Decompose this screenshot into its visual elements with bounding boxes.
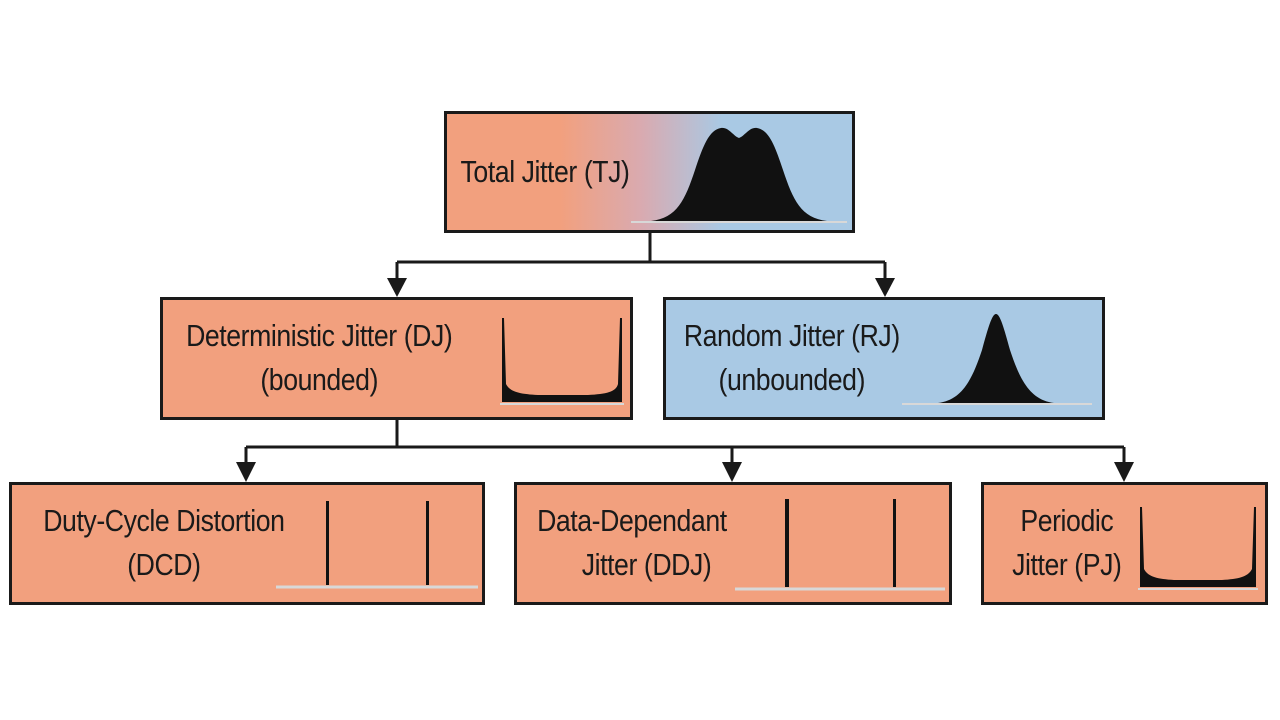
random-jitter-gaussian-icon	[902, 314, 1092, 405]
random-jitter-box: Random Jitter (RJ) (unbounded)	[663, 297, 1105, 420]
deterministic-jitter-box: Deterministic Jitter (DJ) (bounded)	[160, 297, 633, 420]
total-jitter-label: Total Jitter (TJ)	[460, 154, 630, 189]
total-jitter-box: Total Jitter (TJ)	[444, 111, 855, 233]
arrowhead-to-dcd	[236, 462, 256, 482]
periodic-jitter-label: Periodic Jitter (PJ)	[1012, 503, 1122, 582]
total-jitter-histogram-icon	[631, 127, 847, 223]
periodic-jitter-box: Periodic Jitter (PJ)	[981, 482, 1268, 605]
data-dependant-jitter-impulse-icon	[735, 499, 945, 591]
duty-cycle-distortion-box: Duty-Cycle Distortion (DCD)	[9, 482, 485, 605]
arrowhead-to-rj	[875, 278, 895, 297]
duty-cycle-distortion-label: Duty-Cycle Distortion (DCD)	[43, 503, 285, 582]
arrowhead-to-pj	[1114, 462, 1134, 482]
random-jitter-label: Random Jitter (RJ) (unbounded)	[683, 318, 900, 397]
data-dependant-jitter-label: Data-Dependant Jitter (DDJ)	[537, 503, 727, 582]
data-dependant-jitter-box: Data-Dependant Jitter (DDJ)	[514, 482, 952, 605]
deterministic-jitter-label: Deterministic Jitter (DJ) (bounded)	[186, 318, 453, 397]
arrowhead-to-ddj	[722, 462, 742, 482]
duty-cycle-distortion-impulse-icon	[276, 501, 478, 589]
periodic-jitter-bathtub-icon	[1138, 507, 1258, 590]
deterministic-jitter-bathtub-icon	[500, 318, 624, 405]
arrowhead-to-dj	[387, 278, 407, 297]
